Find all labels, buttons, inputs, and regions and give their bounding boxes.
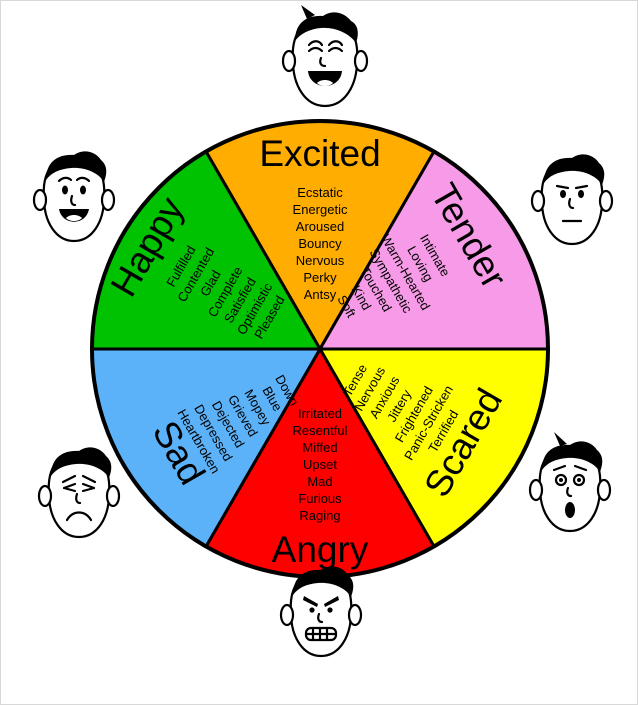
word-excited-0: Ecstatic <box>297 185 343 200</box>
shocked-face-icon <box>528 432 612 533</box>
word-list-scared: Tense Nervous Anxious Jittery Frightened… <box>340 361 462 462</box>
segment-angry: Irritated Resentful Miffed Upset Mad Fur… <box>272 406 369 570</box>
neutral-face-icon <box>530 154 614 246</box>
smiling-face-icon <box>32 151 116 243</box>
word-list-angry: Irritated Resentful Miffed Upset Mad Fur… <box>293 406 348 523</box>
word-angry-3: Upset <box>303 457 337 472</box>
word-angry-1: Resentful <box>293 423 348 438</box>
word-excited-3: Bouncy <box>298 236 342 251</box>
word-excited-6: Antsy <box>304 287 337 302</box>
word-excited-5: Perky <box>303 270 337 285</box>
segment-title-angry: Angry <box>272 529 369 570</box>
word-angry-4: Mad <box>307 474 332 489</box>
word-angry-0: Irritated <box>298 406 342 421</box>
word-excited-1: Energetic <box>293 202 348 217</box>
angry-face-icon <box>279 566 363 658</box>
word-angry-5: Furious <box>298 491 342 506</box>
word-angry-2: Miffed <box>302 440 337 455</box>
word-list-excited: Ecstatic Energetic Aroused Bouncy Nervou… <box>293 185 348 302</box>
word-excited-4: Nervous <box>296 253 345 268</box>
word-angry-6: Raging <box>299 508 340 523</box>
word-excited-2: Aroused <box>296 219 344 234</box>
segment-excited: Excited Ecstatic Energetic Aroused Bounc… <box>259 133 380 302</box>
crying-face-icon <box>37 447 121 539</box>
laughing-face-icon <box>281 5 369 108</box>
segment-title-excited: Excited <box>259 133 380 174</box>
